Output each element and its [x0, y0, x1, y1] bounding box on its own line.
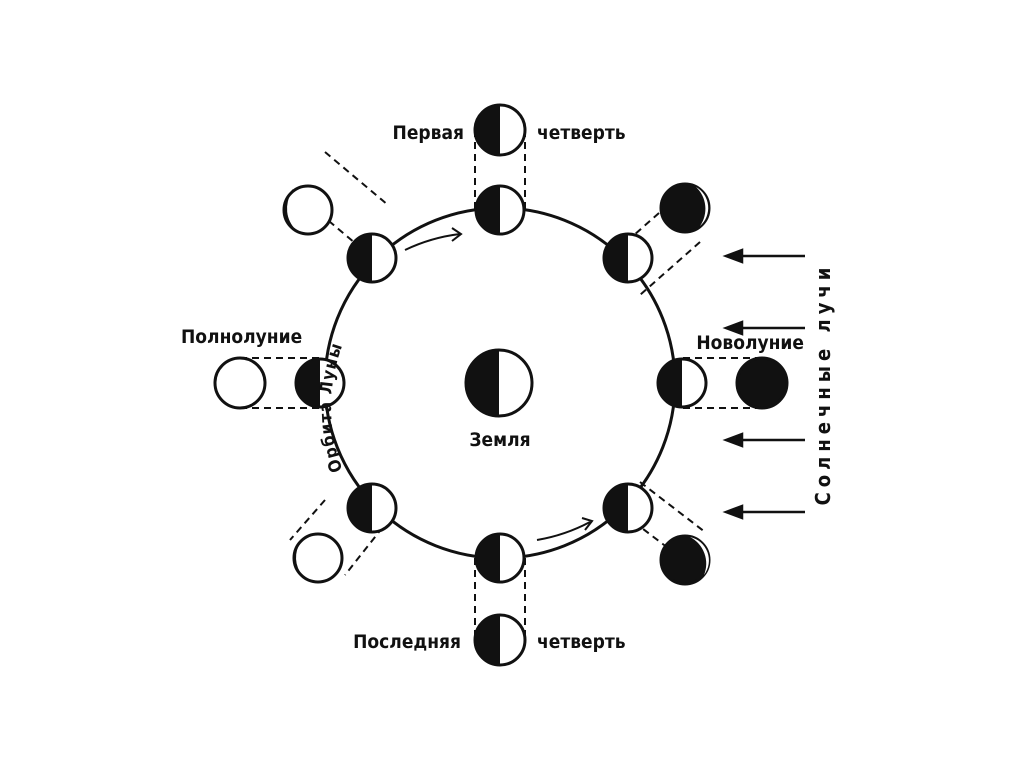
phase-first-quarter	[475, 105, 525, 155]
orbit-moon-bottom	[476, 534, 524, 582]
phase-full-moon	[215, 358, 265, 408]
earth-icon	[466, 350, 532, 416]
label-first-quarter-left: Первая	[393, 122, 464, 144]
label-first-quarter-right: четверть	[537, 122, 626, 144]
label-earth: Земля	[469, 429, 530, 451]
phase-last-quarter	[475, 615, 525, 665]
orbit-moon-upper-left	[348, 234, 396, 282]
label-last-quarter-left: Последняя	[353, 631, 461, 653]
phase-waning-gibbous	[294, 534, 342, 582]
label-last-quarter-right: четверть	[537, 631, 626, 653]
orbit-moon-lower-left	[348, 484, 396, 532]
phase-waning-crescent	[661, 536, 709, 584]
phase-waxing-crescent	[661, 184, 709, 232]
label-new-moon: Новолуние	[696, 332, 804, 354]
phase-new-moon	[737, 358, 787, 408]
label-sun-rays: Солнечные лучи	[811, 263, 835, 506]
orbit-moon-top	[476, 186, 524, 234]
orbit-moon-right	[658, 359, 706, 407]
orbit-moon-lower-right	[604, 484, 652, 532]
label-full-moon: Полнолуние	[181, 326, 302, 348]
orbit-moon-upper-right	[604, 234, 652, 282]
phase-waxing-gibbous	[284, 186, 332, 234]
